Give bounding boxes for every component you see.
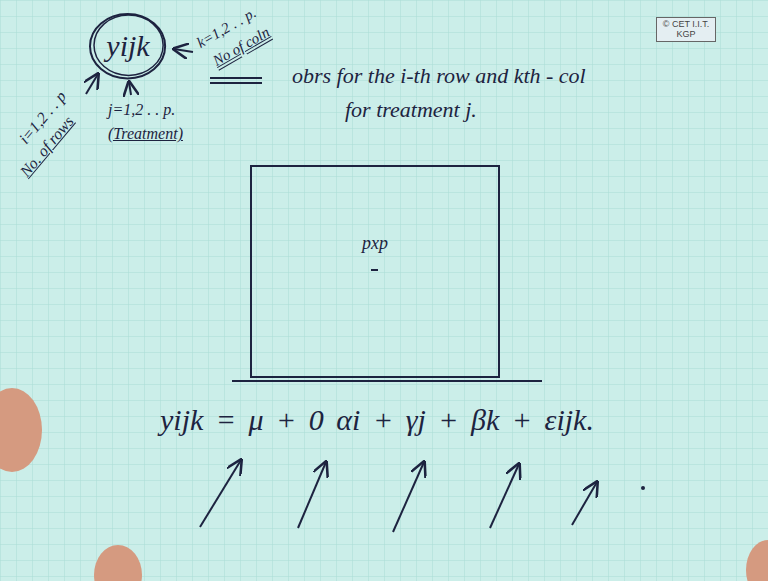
term-arrow <box>393 462 424 532</box>
circled-term: yijk <box>88 12 167 80</box>
circle-outline <box>94 15 163 75</box>
watermark-stamp: © CET I.I.T. KGP <box>656 17 716 42</box>
node-text: yijk <box>106 28 149 64</box>
index-note: (Treatment) <box>108 124 183 143</box>
dash-mark <box>371 269 378 271</box>
hand <box>0 388 42 472</box>
term-arrow <box>298 462 326 528</box>
note-text: obrs for the i-th row and kth - col <box>292 63 586 89</box>
base-line <box>232 380 542 382</box>
index-range: j=1,2 . . p. <box>108 100 175 119</box>
note-text: for treatment j. <box>345 97 477 123</box>
square-layout: pxp <box>250 165 500 378</box>
term-arrow <box>572 482 597 525</box>
leader-arrow <box>86 74 98 94</box>
term-arrow <box>200 460 241 527</box>
equals-sign <box>210 78 262 83</box>
hand <box>94 545 142 581</box>
leader-arrow <box>174 49 193 52</box>
node-text: pxp <box>362 233 388 255</box>
ink-dot <box>641 486 645 490</box>
term-arrow <box>490 464 519 528</box>
model-equation: yijk = μ + 0 αi + γj + βk + εijk. <box>160 402 594 438</box>
circle-outline <box>90 14 165 78</box>
hand <box>746 540 768 581</box>
leader-arrow <box>129 82 131 95</box>
node-text: © CET I.I.T. KGP <box>660 19 712 40</box>
